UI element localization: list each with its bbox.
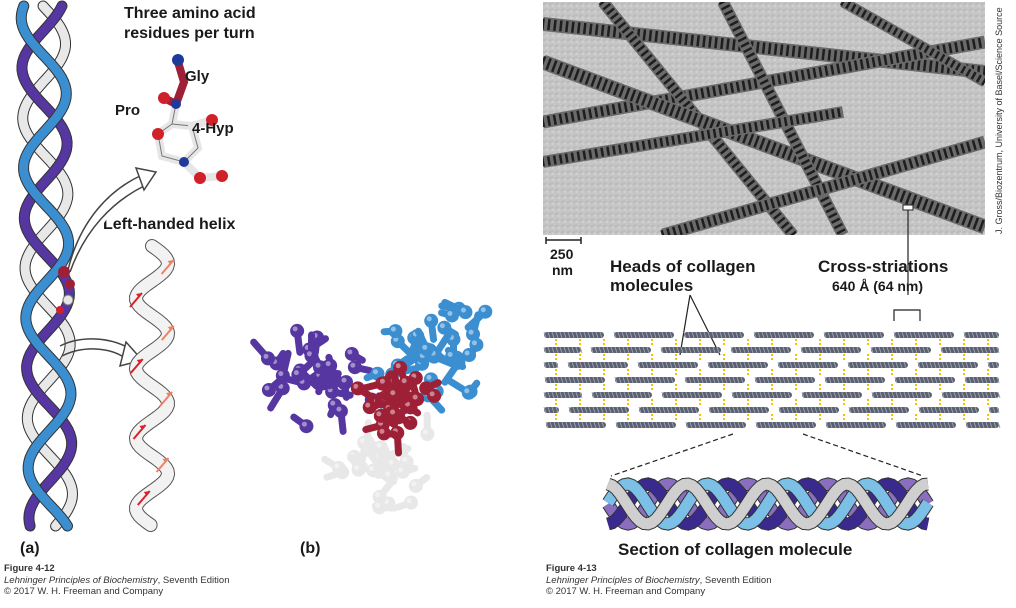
figure-4-12-number: Figure 4-12 <box>4 563 55 574</box>
hyp-label: 4-Hyp <box>192 120 234 137</box>
amino-acid-residues-model <box>152 54 228 184</box>
fibril-array-diagram <box>543 331 1001 429</box>
photo-credit: J. Gross/Biozentrum, University of Basel… <box>994 7 1004 234</box>
panel-b-label: (b) <box>300 540 321 557</box>
left-handed-helix-ribbon <box>128 239 176 532</box>
zoom-dashed-lines <box>610 433 924 477</box>
triple-helix-illustration <box>15 0 79 532</box>
pro-label: Pro <box>115 102 141 119</box>
callout-arrows <box>56 167 158 368</box>
section-of-collagen-label: Section of collagen molecule <box>618 540 853 559</box>
figure-4-12-book: Lehninger Principles of Biochemistry <box>4 574 158 586</box>
figure-4-12-copyright: © 2017 W. H. Freeman and Company <box>4 586 164 597</box>
left-handed-helix-label: Left-handed helix <box>103 216 236 233</box>
scale-bar-value: 250 <box>550 246 574 262</box>
gly-label: Gly <box>185 68 210 85</box>
collagen-end-view-model <box>250 298 493 515</box>
collagen-molecule-section <box>602 477 934 531</box>
heads-of-collagen-label: Heads of collagen molecules <box>610 257 756 295</box>
figure-4-13-caption: Figure 4-13 Lehninger Principles of Bioc… <box>546 563 771 598</box>
figure-4-13-copyright: © 2017 W. H. Freeman and Company <box>546 586 706 597</box>
panel-a-label: (a) <box>20 540 40 557</box>
scale-bar <box>545 237 582 244</box>
figure-4-13-book: Lehninger Principles of Biochemistry <box>546 574 700 586</box>
cross-striations-label: Cross-striations <box>818 257 949 276</box>
scale-bar-unit: nm <box>552 262 573 278</box>
figure-4-12-edition: , Seventh Edition <box>157 574 230 586</box>
cross-striations-value: 640 Å (64 nm) <box>832 278 924 294</box>
figure-4-12-caption: Figure 4-12 Lehninger Principles of Bioc… <box>4 563 229 598</box>
figure-4-13-number: Figure 4-13 <box>546 563 597 574</box>
residues-per-turn-label: Three amino acid residues per turn <box>124 5 256 42</box>
label-leader-lines <box>679 204 921 356</box>
figure-4-13-edition: , Seventh Edition <box>699 574 772 586</box>
electron-micrograph <box>543 2 985 235</box>
